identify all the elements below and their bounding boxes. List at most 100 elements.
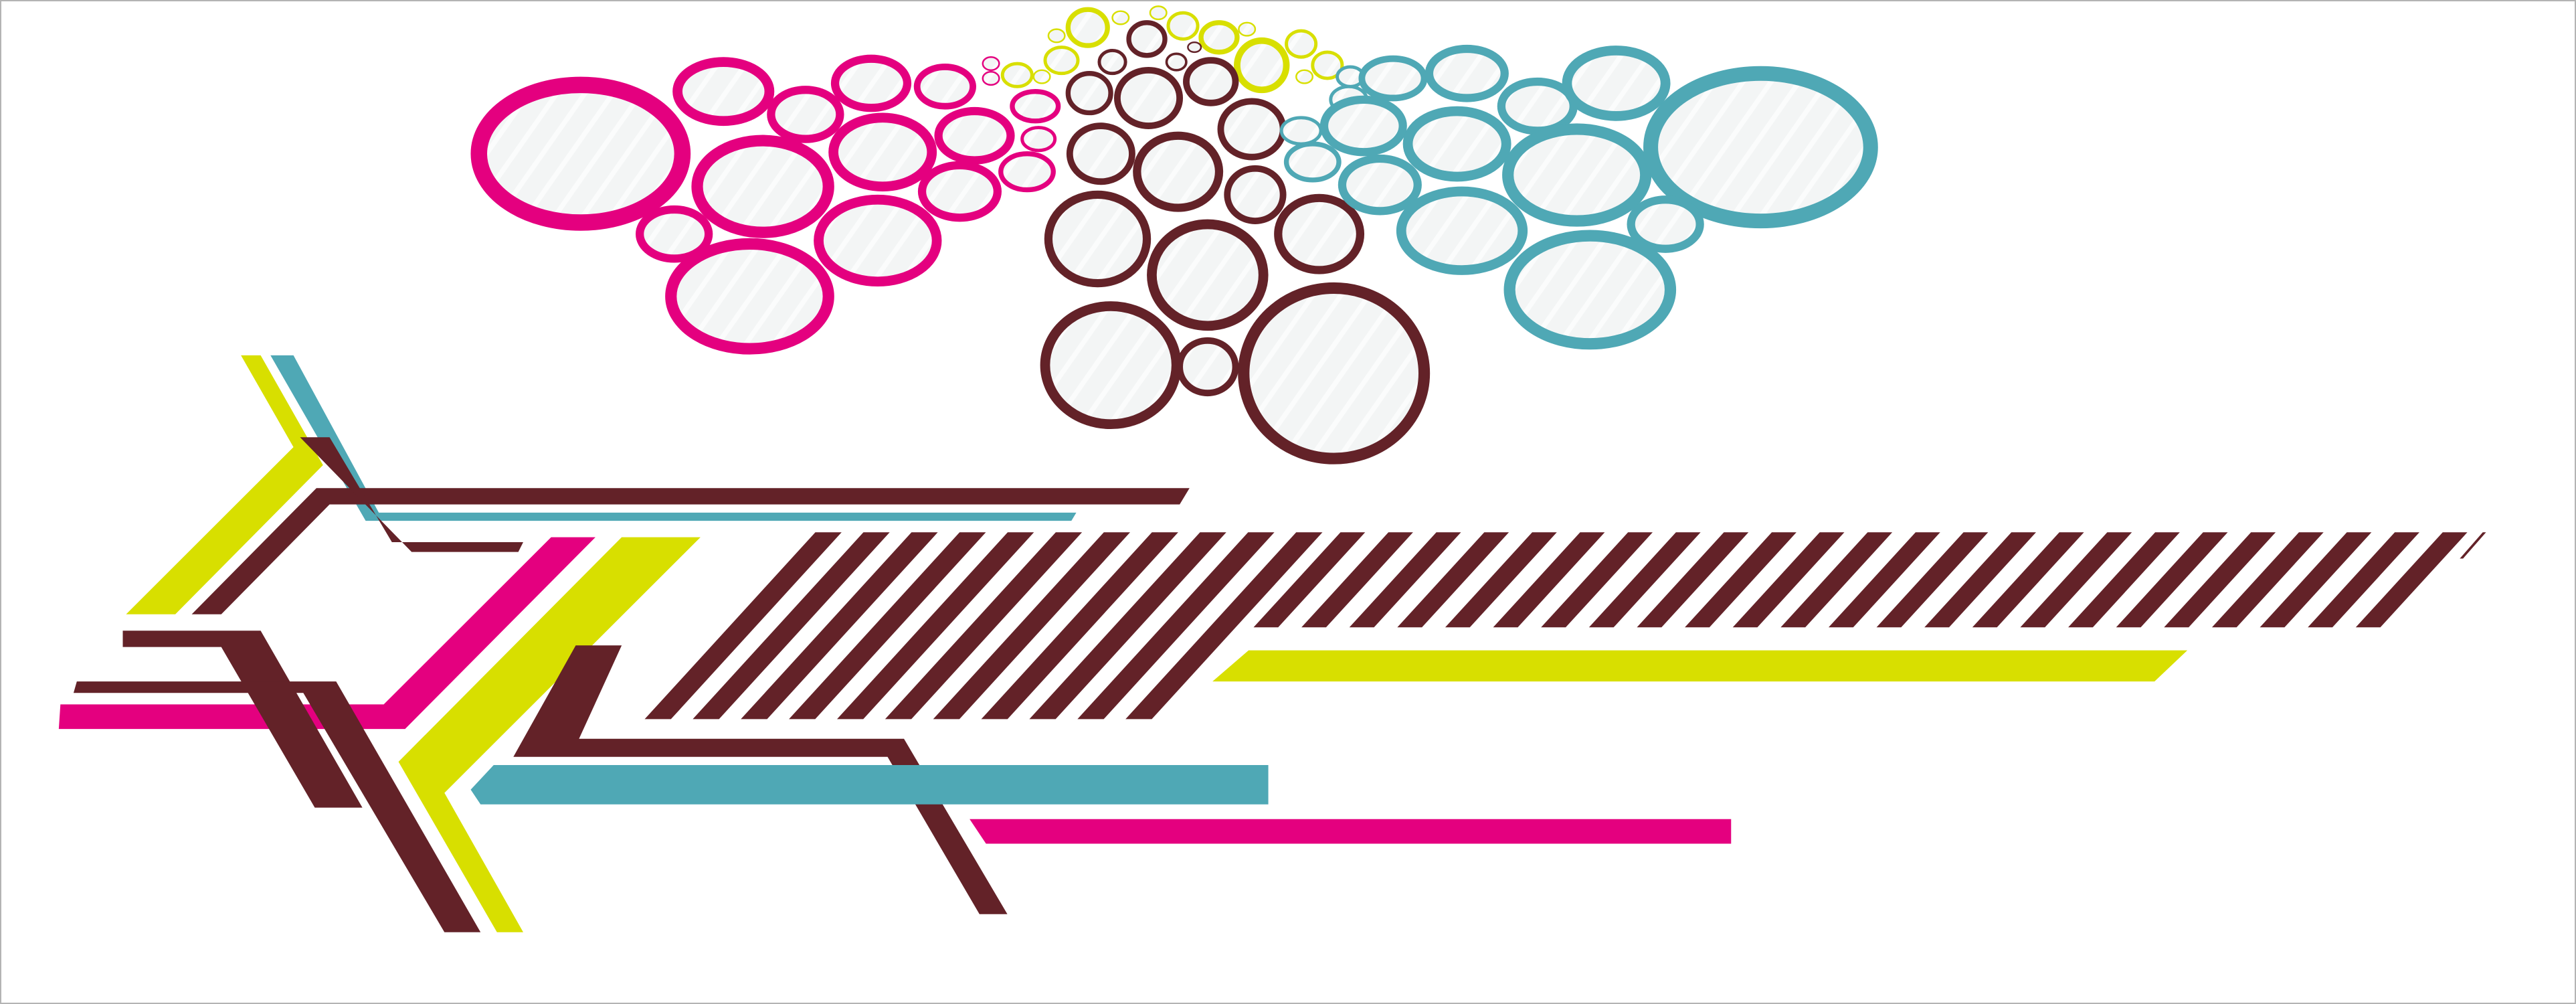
maroon-bracket-2 [73, 681, 481, 932]
bubble-maroon [1097, 49, 1127, 76]
bubble-pink [665, 238, 834, 355]
bubble-maroon [1274, 193, 1365, 274]
bubble-yellow [1234, 37, 1290, 94]
short-stripe [1493, 532, 1605, 628]
bubble-yellow [1032, 69, 1051, 84]
bubble-yellow [1000, 62, 1034, 88]
bubble-yellow [1047, 28, 1066, 44]
bubble-pink [828, 112, 937, 192]
bubble-maroon [1224, 165, 1287, 224]
short-stripe [1732, 532, 1845, 628]
short-stripe [2164, 532, 2276, 628]
tall-stripe [885, 532, 1083, 720]
yellow-chevron-top [126, 355, 323, 614]
short-stripe [2068, 532, 2180, 628]
bubble-yellow [1149, 5, 1168, 21]
bubble-teal [1502, 123, 1652, 227]
bubble-pink [982, 71, 1000, 86]
bubble-pink [1020, 126, 1057, 153]
bubble-pink [767, 86, 844, 143]
bubble-pink [982, 56, 1000, 72]
bubble-maroon [1126, 20, 1168, 58]
bubble-maroon [1187, 41, 1202, 54]
short-stripe [1253, 532, 1366, 628]
tall-stripe [981, 532, 1178, 720]
bubble-teal [1503, 230, 1677, 350]
teal-bar [470, 764, 1269, 805]
bubble-yellow [1198, 20, 1240, 55]
bubble-pink [998, 151, 1056, 193]
short-stripe [2308, 532, 2419, 628]
yellow-bar [1212, 650, 2188, 682]
bubble-teal [1358, 55, 1428, 102]
bubble-yellow [1166, 11, 1200, 41]
short-stripe [2211, 532, 2324, 628]
bubble-yellow [1043, 46, 1080, 76]
short-stripe [2260, 532, 2372, 628]
maroon-bracket-1 [122, 631, 363, 808]
bubble-yellow [1111, 10, 1130, 25]
short-stripe [1828, 532, 1940, 628]
bubble-maroon [1165, 52, 1188, 72]
diagonal-stripes [644, 532, 2486, 720]
short-stripe [1445, 532, 1557, 628]
bubble-maroon [1066, 122, 1135, 185]
tall-stripe [741, 532, 938, 720]
bubble-pink [934, 106, 1015, 165]
bubble-teal [1643, 66, 1878, 229]
bubble-teal [1396, 186, 1528, 275]
tall-stripe [1029, 532, 1226, 720]
bubble-maroon [1044, 190, 1152, 288]
short-stripe [1637, 532, 1749, 628]
pink-chevron [58, 537, 595, 730]
bubble-teal [1279, 116, 1323, 146]
short-stripe [1588, 532, 1701, 628]
bubble-yellow [1285, 29, 1318, 59]
bubble-maroon [1217, 98, 1287, 161]
bubble-teal [1402, 106, 1511, 182]
bubble-maroon [1040, 301, 1182, 430]
short-stripe [1780, 532, 1893, 628]
bubble-pink [672, 57, 775, 127]
bubble-yellow [1295, 69, 1314, 84]
short-stripe [1972, 532, 2084, 628]
tall-stripe [693, 532, 890, 720]
tall-stripe [1125, 532, 1323, 720]
bubble-maroon [1114, 66, 1184, 129]
short-stripe [2020, 532, 2132, 628]
short-stripe [1349, 532, 1461, 628]
tall-stripe [789, 532, 986, 720]
short-stripe [2116, 532, 2228, 628]
bubble-teal [1627, 195, 1704, 253]
chevron-lines [58, 355, 2188, 932]
bubble-teal [1338, 154, 1422, 216]
bubble-teal [1283, 141, 1342, 183]
maroon-line-top [191, 488, 1190, 614]
bubble-teal [1319, 95, 1407, 157]
bubble-teal [1562, 46, 1671, 121]
bubble-pink [917, 161, 1002, 222]
tall-stripe [1077, 532, 1275, 720]
bubble-yellow [1065, 7, 1110, 48]
bubble-pink [913, 64, 976, 110]
short-stripe [1876, 532, 1989, 628]
tall-stripe [836, 532, 1034, 720]
tall-stripe [644, 532, 842, 720]
short-stripe [1685, 532, 1797, 628]
bubble-yellow [1238, 21, 1257, 37]
short-stripe [2355, 532, 2468, 628]
bubble-maroon [1065, 71, 1113, 116]
bubble-maroon [1183, 57, 1239, 106]
bubble-pink [691, 135, 834, 238]
bubble-teal [1424, 44, 1509, 102]
bubble-yellow [1311, 50, 1344, 80]
bubble-pink [1010, 88, 1061, 124]
maroon-hook [300, 437, 523, 552]
tall-stripe [933, 532, 1131, 720]
pink-bar [970, 819, 1732, 844]
bubble-pink [470, 76, 691, 231]
bubble-pink [830, 54, 912, 112]
yellow-chevron [398, 537, 701, 932]
bubble-maroon [1133, 131, 1224, 212]
